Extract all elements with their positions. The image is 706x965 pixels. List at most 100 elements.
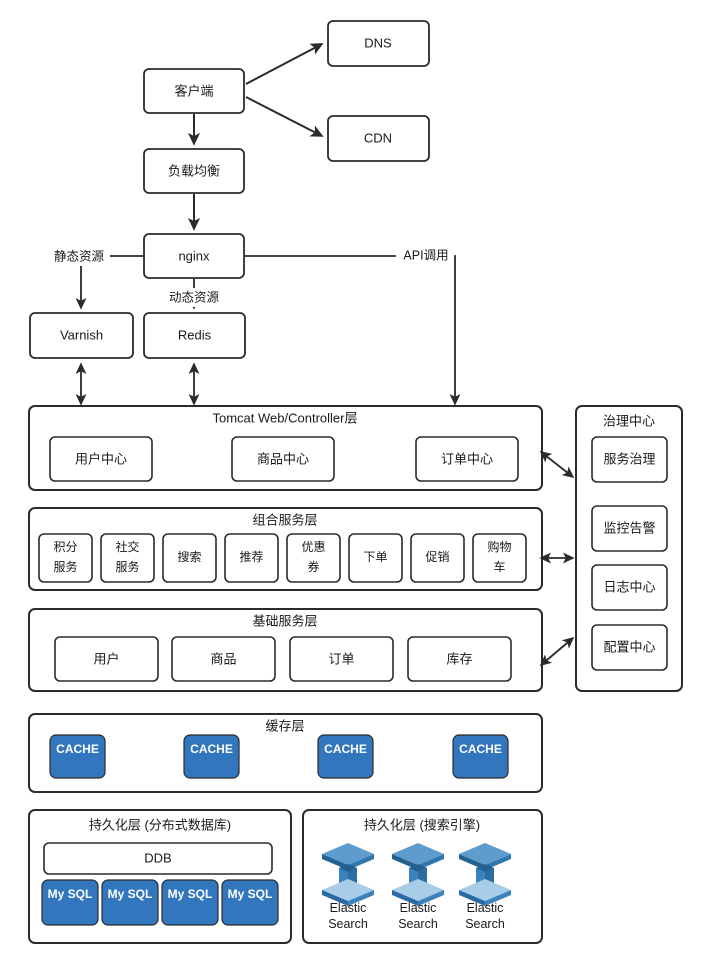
mysql-item-1[interactable]: My SQL <box>101 879 159 926</box>
composite-item-0-label-line1: 积分 <box>53 540 77 554</box>
layer-composite[interactable]: 组合服务层 积分 服务 社交 服务 搜索 推荐 优惠 券 下单 <box>28 507 543 591</box>
node-nginx-label: nginx <box>178 248 210 263</box>
node-cdn-label: CDN <box>364 130 392 145</box>
composite-item-1[interactable]: 社交 服务 <box>100 533 155 583</box>
mysql-item-1-label: My SQL <box>108 887 153 901</box>
basic-item-0[interactable]: 用户 <box>54 636 159 682</box>
elasticsearch-item-0-line1: Elastic <box>330 901 367 915</box>
cache-item-3-label: CACHE <box>459 742 502 756</box>
edge-tomcat-governance <box>539 451 575 478</box>
elasticsearch-item-2-line2: Search <box>465 917 505 931</box>
tomcat-item-2-label: 订单中心 <box>441 451 493 466</box>
layer-cache-title: 缓存层 <box>265 718 304 733</box>
cache-item-3[interactable]: CACHE <box>452 734 509 779</box>
governance-item-3-label: 配置中心 <box>603 639 655 654</box>
elasticsearch-item-1-line1: Elastic <box>400 901 437 915</box>
governance-item-1[interactable]: 监控告警 <box>591 505 668 552</box>
layer-cache[interactable]: 缓存层 CACHE CACHE CACHE CACHE <box>28 713 543 793</box>
basic-item-0-label: 用户 <box>93 651 119 666</box>
cache-item-1-label: CACHE <box>190 742 233 756</box>
governance-item-2[interactable]: 日志中心 <box>591 564 668 611</box>
edge-label-static-resource: 静态资源 <box>54 249 105 263</box>
edge-label-dynamic-resource: 动态资源 <box>169 290 220 304</box>
elasticsearch-item-1-line2: Search <box>398 917 438 931</box>
tomcat-item-2[interactable]: 订单中心 <box>415 436 519 482</box>
elasticsearch-icon <box>459 843 511 906</box>
elasticsearch-item-2-line1: Elastic <box>467 901 504 915</box>
layer-composite-title: 组合服务层 <box>252 512 317 527</box>
governance-item-2-label: 日志中心 <box>603 579 655 594</box>
composite-item-2-label-line1: 搜索 <box>177 549 201 564</box>
node-nginx[interactable]: nginx <box>143 233 245 279</box>
tomcat-item-0[interactable]: 用户中心 <box>49 436 153 482</box>
layer-basic[interactable]: 基础服务层 用户 商品 订单 库存 <box>28 608 543 692</box>
mysql-item-3-label: My SQL <box>228 887 273 901</box>
basic-item-1-label: 商品 <box>210 651 236 666</box>
composite-item-7[interactable]: 购物 车 <box>472 533 527 583</box>
tomcat-item-1[interactable]: 商品中心 <box>231 436 335 482</box>
composite-item-0-label-line2: 服务 <box>53 559 77 574</box>
composite-item-7-label-line2: 车 <box>493 559 505 574</box>
cache-item-0-label: CACHE <box>56 742 99 756</box>
mysql-item-0-label: My SQL <box>48 887 93 901</box>
edge-basic-governance <box>539 636 575 667</box>
persistence-db-middleware[interactable]: DDB <box>43 842 273 875</box>
elasticsearch-item-2[interactable]: Elastic Search <box>459 843 511 931</box>
cache-item-1[interactable]: CACHE <box>183 734 240 779</box>
composite-item-7-label-line1: 购物 <box>487 539 511 554</box>
cache-item-0[interactable]: CACHE <box>49 734 106 779</box>
layer-basic-title: 基础服务层 <box>252 613 317 628</box>
edge-dynamic-resource: 动态资源 <box>161 279 227 310</box>
persistence-db-middleware-label: DDB <box>144 850 171 865</box>
node-load-balancer[interactable]: 负载均衡 <box>143 148 245 194</box>
composite-item-5-label-line1: 下单 <box>363 550 387 564</box>
layer-persistence-db[interactable]: 持久化层 (分布式数据库) DDB My SQL My SQL My SQL M… <box>28 809 292 944</box>
composite-item-5[interactable]: 下单 <box>348 533 403 583</box>
edge-api-call: API调用 <box>245 246 461 406</box>
basic-item-3-label: 库存 <box>446 651 472 666</box>
composite-item-4[interactable]: 优惠 券 <box>286 533 341 583</box>
composite-item-1-label-line1: 社交 <box>115 539 139 554</box>
composite-item-4-label-line2: 券 <box>307 559 319 574</box>
node-redis[interactable]: Redis <box>143 312 246 359</box>
governance-title: 治理中心 <box>603 413 655 428</box>
edge-label-api-call: API调用 <box>403 248 448 262</box>
cache-item-2-label: CACHE <box>324 742 367 756</box>
elasticsearch-item-0[interactable]: Elastic Search <box>322 843 374 931</box>
basic-item-2[interactable]: 订单 <box>289 636 394 682</box>
mysql-item-2-label: My SQL <box>168 887 213 901</box>
elasticsearch-item-0-line2: Search <box>328 917 368 931</box>
tomcat-item-1-label: 商品中心 <box>257 451 309 466</box>
node-dns[interactable]: DNS <box>327 20 430 67</box>
basic-item-3[interactable]: 库存 <box>407 636 512 682</box>
governance-item-0[interactable]: 服务治理 <box>591 436 668 483</box>
governance-item-3[interactable]: 配置中心 <box>591 624 668 671</box>
node-varnish-label: Varnish <box>60 327 103 342</box>
composite-item-3-label-line1: 推荐 <box>239 550 263 564</box>
cache-item-2[interactable]: CACHE <box>317 734 374 779</box>
mysql-item-3[interactable]: My SQL <box>221 879 279 926</box>
layer-persistence-search[interactable]: 持久化层 (搜索引擎) Elastic Search <box>302 809 543 944</box>
node-client[interactable]: 客户端 <box>143 68 245 114</box>
node-cdn[interactable]: CDN <box>327 115 430 162</box>
basic-item-2-label: 订单 <box>328 651 354 666</box>
composite-item-0[interactable]: 积分 服务 <box>38 533 93 583</box>
tomcat-item-0-label: 用户中心 <box>75 451 127 466</box>
edge-client-to-cdn <box>245 96 324 137</box>
mysql-item-2[interactable]: My SQL <box>161 879 219 926</box>
layer-tomcat[interactable]: Tomcat Web/Controller层 用户中心 商品中心 订单中心 <box>28 405 543 491</box>
panel-governance-center[interactable]: 治理中心 服务治理 监控告警 日志中心 配置中心 <box>575 405 683 692</box>
composite-item-6[interactable]: 促销 <box>410 533 465 583</box>
edge-client-to-dns <box>245 43 324 85</box>
composite-item-6-label-line1: 促销 <box>425 550 449 564</box>
composite-item-4-label-line1: 优惠 <box>301 540 325 554</box>
node-varnish[interactable]: Varnish <box>29 312 134 359</box>
basic-item-1[interactable]: 商品 <box>171 636 276 682</box>
composite-item-3[interactable]: 推荐 <box>224 533 279 583</box>
mysql-item-0[interactable]: My SQL <box>41 879 99 926</box>
composite-item-2[interactable]: 搜索 <box>162 533 217 583</box>
node-client-label: 客户端 <box>174 83 213 98</box>
elasticsearch-item-1[interactable]: Elastic Search <box>392 843 444 931</box>
